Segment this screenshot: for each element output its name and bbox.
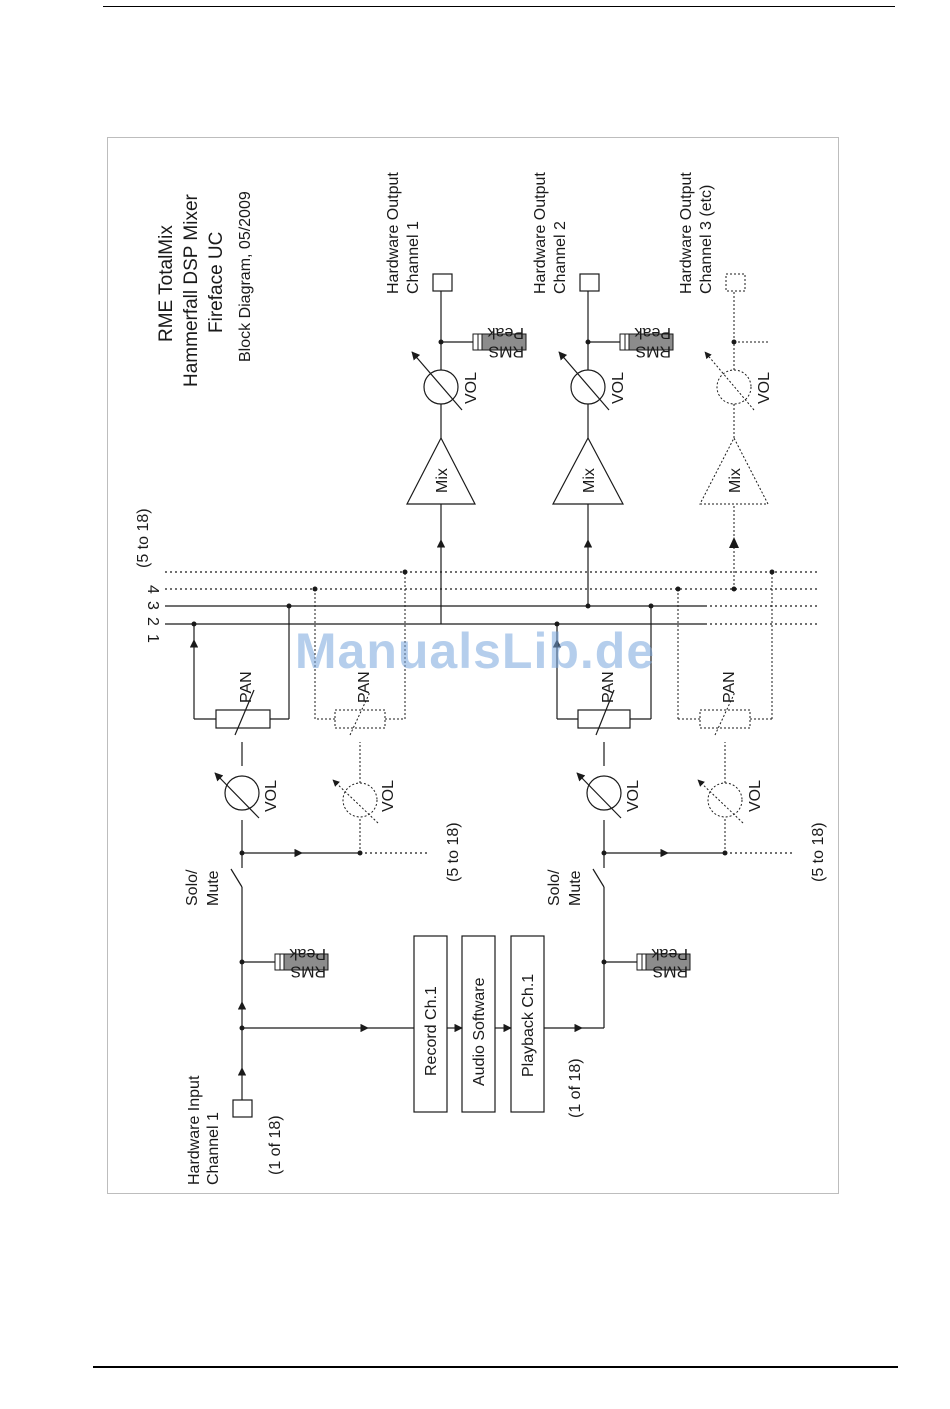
output-label-1a: Hardware Output [385,172,402,294]
output-rms-label-1: RMS [488,343,524,360]
junction-dots-input [191,603,292,1031]
solo-label-1a: Solo/ [184,869,201,906]
hardware-input: Hardware Input Channel 1 (1 of 18) [186,1075,284,1185]
output-port-1 [432,273,453,292]
volume-knob-playback-extra [677,572,773,853]
bus-number-3: 3 [144,601,161,610]
junction-dots-playback-extra [675,569,775,856]
solo-label-2b: Mute [567,870,584,906]
meter-peak-label-1: Peak [289,945,326,962]
output-port-3 [725,273,746,292]
daw-chain: Record Ch.1 Audio Software Playback Ch.1… [413,935,584,1118]
level-meter-playback: Peak RMS [636,945,691,980]
output-port-2 [579,273,600,292]
vol-label-2: VOL [625,780,642,812]
input-count: (1 of 18) [267,1115,284,1175]
bus-number-4: 4 [144,585,161,594]
playback-count: (1 of 18) [567,1058,584,1118]
input-chain-lines [189,606,430,1100]
header-rule [103,6,895,7]
more-channels-label-1: (5 to 18) [445,822,462,882]
bus-range-label: (5 to 18) [135,508,152,568]
pan-control-playback: PAN [577,671,631,736]
mix-label-3: Mix [727,468,744,493]
mix-amp-3 [699,436,769,505]
volume-knob-playback: VOL [576,772,642,819]
mix-amp-1 [406,436,476,505]
junction-dots-input-extra [312,569,408,856]
playback-label: Playback Ch.1 [520,974,537,1077]
title-line-2: Hammerfall DSP Mixer [181,193,202,387]
title-line-3: Fireface UC [206,232,227,333]
bus-labels: 1 2 3 4 (5 to 18) [135,508,161,643]
output-vol-label-2: VOL [610,372,627,404]
volume-knob-input: VOL [214,772,280,819]
output-label-3a: Hardware Output [678,172,695,294]
footer-rule [93,1366,898,1368]
level-meter-input: Peak RMS [274,945,329,980]
output-label-2b: Channel 2 [552,221,569,294]
output-label-2a: Hardware Output [532,172,549,294]
output-vol-label-3: VOL [756,372,773,404]
record-label: Record Ch.1 [423,986,440,1076]
mix-label-1: Mix [434,468,451,493]
input-port [232,1099,253,1118]
pan-label-1: PAN [238,671,255,703]
output-vol-knob-3 [716,369,752,405]
input-label-1: Hardware Input [186,1075,203,1185]
playback-box [510,935,545,1113]
output-channel-3: Mix VOL Hardware Output Channel 3 (etc) [678,172,773,592]
output-channel-1: Mix VOL Peak RMS Hardware Output Channel… [385,172,527,624]
volume-knob-input-extra [314,572,406,853]
solo-mute-switch-2 [592,868,605,888]
pan-label-2b: PAN [721,671,738,703]
audio-software-label: Audio Software [471,977,488,1086]
solo-label-2a: Solo/ [546,869,563,906]
pan-label-1b: PAN [356,671,373,703]
title-line-4: Block Diagram, 05/2009 [237,191,254,362]
pan-label-2: PAN [600,671,617,703]
mix-label-2: Mix [581,468,598,493]
output-label-1b: Channel 1 [405,221,422,294]
mix-bus-lines [165,571,820,625]
vol-label-1: VOL [263,780,280,812]
solo-mute-switch-1 [230,868,243,888]
vol-label-2b: VOL [747,780,764,812]
playback-chain-lines [544,606,795,1033]
audio-software-box [461,935,496,1113]
mix-amp-2 [552,436,624,505]
output-peak-label-1: Peak [487,324,524,341]
meter-rms-label-2: RMS [652,963,688,980]
input-label-2: Channel 1 [205,1112,222,1185]
vol-label-1b: VOL [380,780,397,812]
pan-control-input: PAN [215,671,271,736]
meter-rms-label-1: RMS [290,963,326,980]
junction-dots-playback [554,603,654,965]
output-peak-label-2: Peak [634,324,671,341]
diagram-title: RME TotalMix Hammerfall DSP Mixer Firefa… [156,191,254,387]
solo-label-1b: Mute [205,870,222,906]
output-channel-2: Mix VOL Peak RMS Hardware Output Channel… [532,172,674,609]
diagram-frame [107,137,839,1194]
output-rms-label-2: RMS [635,343,671,360]
record-box [413,935,448,1113]
bus-number-2: 2 [144,617,161,626]
bus-number-1: 1 [144,634,161,643]
output-label-3b: Channel 3 (etc) [698,185,715,294]
meter-peak-label-2: Peak [651,945,688,962]
more-channels-label-2: (5 to 18) [810,822,827,882]
output-vol-label-1: VOL [463,372,480,404]
title-line-1: RME TotalMix [156,225,177,342]
